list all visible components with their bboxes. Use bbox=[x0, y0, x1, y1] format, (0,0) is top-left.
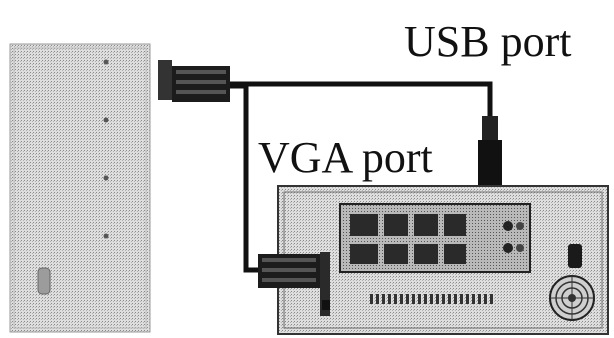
vga-port-label: VGA port bbox=[258, 133, 433, 182]
usb-cable bbox=[230, 81, 493, 118]
fan-icon bbox=[549, 275, 595, 321]
monitor-vga-connector bbox=[158, 60, 230, 102]
computer-vga-connector bbox=[258, 254, 320, 288]
monitor-back-panel bbox=[9, 43, 151, 333]
computer-back-panel bbox=[277, 185, 609, 335]
power-switch bbox=[568, 244, 582, 268]
usb-port-label: USB port bbox=[404, 17, 572, 66]
vent-holes bbox=[370, 294, 493, 304]
